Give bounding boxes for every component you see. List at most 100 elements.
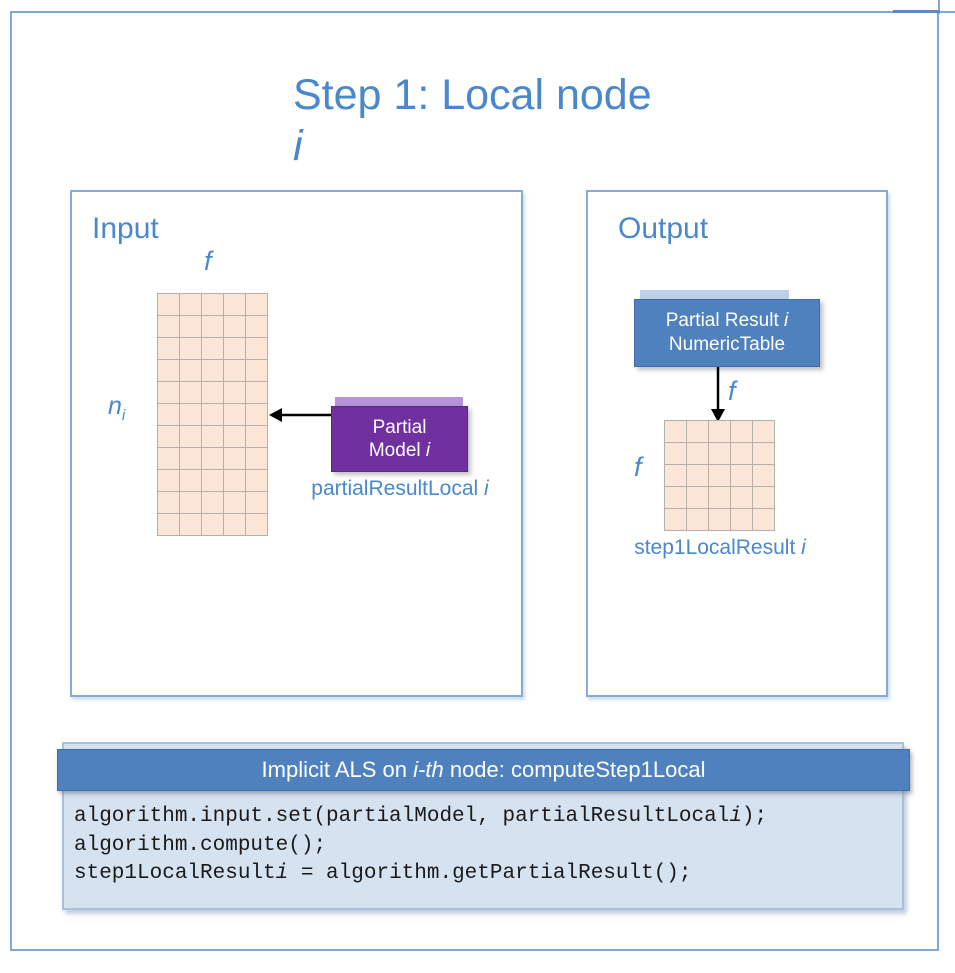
matrix-cell: [687, 487, 708, 508]
matrix-cell: [731, 487, 752, 508]
code-header-post: node: computeStep1Local: [443, 757, 706, 782]
matrix-cell: [202, 492, 223, 513]
matrix-cell: [709, 443, 730, 464]
code-header-text: Implicit ALS on i-th node: computeStep1L…: [262, 757, 706, 783]
matrix-cell: [665, 465, 686, 486]
matrix-cell: [180, 382, 201, 403]
matrix-cell: [180, 316, 201, 337]
partial-result-line1-index: i: [784, 310, 789, 331]
matrix-cell: [246, 338, 267, 359]
matrix-cell: [158, 294, 179, 315]
code-block: algorithm.input.set(partialModel, partia…: [74, 803, 767, 889]
matrix-cell: [202, 404, 223, 425]
matrix-cell: [709, 465, 730, 486]
slide-title-line1: Step 1: Local node: [293, 71, 652, 119]
matrix-cell: [731, 509, 752, 530]
output-panel: Output Partial Result i NumericTable f f…: [586, 190, 888, 697]
matrix-cell: [753, 487, 774, 508]
matrix-cell: [202, 426, 223, 447]
matrix-cell: [224, 448, 245, 469]
matrix-cell: [224, 338, 245, 359]
input-matrix-row-label: ni: [108, 392, 125, 424]
matrix-cell: [202, 294, 223, 315]
matrix-cell: [158, 360, 179, 381]
matrix-cell: [709, 509, 730, 530]
matrix-cell: [180, 448, 201, 469]
row-label-subscript: i: [121, 407, 126, 424]
output-caption-index: i: [801, 536, 806, 559]
code-header-pre: Implicit ALS on: [261, 757, 414, 782]
partial-result-box-line2: NumericTable: [668, 334, 786, 355]
code-line-3-pre: step1LocalResult: [74, 862, 276, 885]
matrix-cell: [180, 294, 201, 315]
matrix-cell: [202, 470, 223, 491]
matrix-cell: [246, 316, 267, 337]
output-matrix-col-label: f: [728, 376, 736, 406]
slide-border-dark-segment: [893, 10, 940, 13]
matrix-cell: [202, 514, 223, 535]
output-matrix-row-label: f: [634, 452, 642, 482]
matrix-cell: [709, 487, 730, 508]
code-line-1: algorithm.input.set(partialModel, partia…: [74, 803, 767, 832]
matrix-cell: [246, 360, 267, 381]
matrix-cell: [224, 294, 245, 315]
matrix-cell: [202, 360, 223, 381]
matrix-cell: [246, 448, 267, 469]
matrix-cell: [158, 426, 179, 447]
matrix-cell: [687, 443, 708, 464]
matrix-cell: [158, 382, 179, 403]
slide-border-overshoot-vertical: [938, 0, 940, 14]
code-line-1-pre: algorithm.input.set(partialModel, partia…: [74, 805, 730, 828]
matrix-cell: [224, 360, 245, 381]
matrix-cell: [202, 448, 223, 469]
matrix-cell: [687, 509, 708, 530]
code-line-1-post: );: [741, 805, 768, 828]
code-header-italic: i-th: [413, 757, 444, 782]
matrix-cell: [224, 316, 245, 337]
matrix-cell: [731, 465, 752, 486]
matrix-cell: [224, 470, 245, 491]
matrix-cell: [180, 426, 201, 447]
input-caption-text: partialResultLocal: [311, 477, 485, 500]
matrix-cell: [246, 514, 267, 535]
code-line-3-post: = algorithm.getPartialResult();: [288, 862, 692, 885]
matrix-cell: [687, 465, 708, 486]
partial-result-box: Partial Result i NumericTable: [634, 299, 820, 367]
matrix-cell: [687, 421, 708, 442]
matrix-cell: [246, 404, 267, 425]
matrix-cell: [224, 382, 245, 403]
matrix-cell: [665, 443, 686, 464]
matrix-cell: [158, 470, 179, 491]
matrix-cell: [246, 492, 267, 513]
matrix-cell: [753, 443, 774, 464]
code-line-2: algorithm.compute();: [74, 832, 767, 861]
partial-model-box: Partial Model i: [331, 406, 468, 472]
matrix-cell: [158, 514, 179, 535]
matrix-cell: [202, 382, 223, 403]
matrix-cell: [709, 421, 730, 442]
slide-title: Step 1: Local node i: [293, 68, 652, 170]
matrix-cell: [202, 316, 223, 337]
matrix-cell: [180, 338, 201, 359]
partial-model-box-line1: Partial: [372, 417, 427, 438]
partial-result-line1-text: Partial Result: [665, 310, 785, 331]
slide-border: [10, 11, 939, 951]
input-numeric-table-matrix: [157, 293, 268, 536]
row-label-base: n: [108, 392, 122, 420]
matrix-cell: [731, 421, 752, 442]
matrix-cell: [224, 514, 245, 535]
code-line-1-index: i: [729, 805, 742, 828]
output-caption-text: step1LocalResult: [634, 536, 802, 559]
matrix-cell: [158, 404, 179, 425]
matrix-cell: [158, 492, 179, 513]
slide-border-overshoot-horizontal: [938, 11, 955, 13]
matrix-cell: [246, 426, 267, 447]
matrix-cell: [202, 338, 223, 359]
matrix-cell: [158, 316, 179, 337]
matrix-cell: [224, 426, 245, 447]
input-caption-index: i: [484, 477, 489, 500]
matrix-cell: [753, 509, 774, 530]
matrix-cell: [665, 421, 686, 442]
matrix-cell: [753, 465, 774, 486]
